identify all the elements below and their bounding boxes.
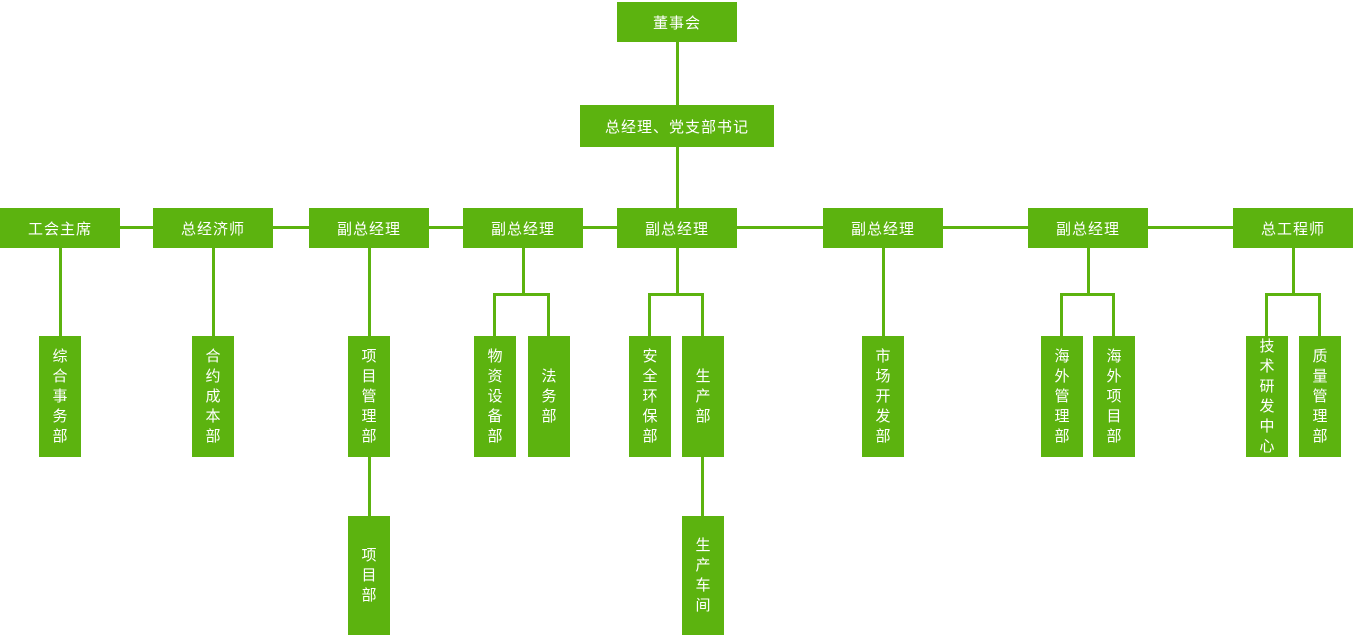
org-node-dept-quality-management-label: 质量管理部 [1312,347,1328,445]
connector-deputy3-drop-right [701,293,704,337]
org-node-deputy-gm-2-label: 副总经理 [490,220,555,238]
org-node-dept-overseas-management-label: 海外管理部 [1054,347,1070,445]
org-node-dept-materials-equipment: 物资设备部 [474,336,516,457]
org-node-dept-general-affairs-label: 综合事务部 [52,347,68,445]
org-node-production-workshop-label: 生产车间 [695,536,711,614]
connector-deputy2-drop-right [547,293,550,337]
connector-projectmgmt-to-project [368,457,371,516]
org-node-chief-economist: 总经济师 [153,208,273,248]
org-node-dept-tech-rd-center-label: 技术研发中心 [1259,337,1275,455]
connector-union-drop [59,248,62,337]
org-node-dept-safety-environment-label: 安全环保部 [642,347,658,445]
org-node-dept-legal: 法务部 [528,336,570,457]
org-node-dept-quality-management: 质量管理部 [1299,336,1341,457]
connector-chiefeng-branch [1265,293,1321,296]
org-node-deputy-gm-5-label: 副总经理 [1055,220,1120,238]
connector-deputy2-drop-left [493,293,496,337]
org-node-dept-general-affairs: 综合事务部 [39,336,81,457]
connector-deputy5-drop-left [1060,293,1063,337]
org-node-deputy-gm-4: 副总经理 [823,208,943,248]
org-node-dept-materials-equipment-label: 物资设备部 [487,347,503,445]
org-node-dept-market-development-label: 市场开发部 [875,347,891,445]
org-node-deputy-gm-3: 副总经理 [617,208,737,248]
org-node-deputy-gm-3-label: 副总经理 [644,220,709,238]
org-node-dept-overseas-project-label: 海外项目部 [1106,347,1122,445]
org-node-project-department-label: 项目部 [361,546,377,604]
connector-deputy2-stem [522,248,525,296]
org-node-dept-overseas-management: 海外管理部 [1041,336,1083,457]
connector-deputy5-stem [1087,248,1090,296]
org-node-board-label: 董事会 [652,14,701,32]
org-node-dept-tech-rd-center: 技术研发中心 [1246,336,1288,457]
org-node-dept-project-management-label: 项目管理部 [361,347,377,445]
connector-deputy3-stem [676,248,679,296]
org-node-deputy-gm-1-label: 副总经理 [336,220,401,238]
org-node-union-chairman: 工会主席 [0,208,120,248]
connector-chiefeng-drop-left [1265,293,1268,337]
org-node-chief-economist-label: 总经济师 [180,220,245,238]
connector-chiefeng-drop-right [1318,293,1321,337]
connector-economist-drop [212,248,215,337]
org-node-dept-contract-cost: 合约成本部 [192,336,234,457]
org-node-dept-production-label: 生产部 [695,367,711,425]
connector-deputy1-drop [368,248,371,337]
org-node-dept-market-development: 市场开发部 [862,336,904,457]
org-node-chief-engineer-label: 总工程师 [1260,220,1325,238]
org-node-chief-engineer: 总工程师 [1233,208,1353,248]
org-node-deputy-gm-4-label: 副总经理 [850,220,915,238]
connector-deputy2-branch [493,293,550,296]
connector-chiefeng-stem [1292,248,1295,296]
org-node-general-manager-label: 总经理、党支部书记 [604,118,749,136]
org-node-dept-production: 生产部 [682,336,724,457]
org-node-union-chairman-label: 工会主席 [27,220,92,238]
org-node-deputy-gm-1: 副总经理 [309,208,429,248]
org-node-deputy-gm-2: 副总经理 [463,208,583,248]
org-node-dept-contract-cost-label: 合约成本部 [205,347,221,445]
org-node-project-department: 项目部 [348,516,390,635]
connector-deputy3-drop-left [648,293,651,337]
org-node-dept-legal-label: 法务部 [541,367,557,425]
org-node-dept-project-management: 项目管理部 [348,336,390,457]
connector-deputy4-drop [882,248,885,337]
connector-deputy5-drop-right [1112,293,1115,337]
org-node-board: 董事会 [617,2,737,42]
org-node-production-workshop: 生产车间 [682,516,724,635]
org-node-dept-overseas-project: 海外项目部 [1093,336,1135,457]
org-node-dept-safety-environment: 安全环保部 [629,336,671,457]
connector-deputy3-branch [648,293,704,296]
connector-production-to-workshop [701,457,704,516]
connector-deputy5-branch [1060,293,1115,296]
connector-gm-to-row [676,147,679,208]
connector-board-to-gm [676,41,679,105]
org-node-deputy-gm-5: 副总经理 [1028,208,1148,248]
org-node-general-manager: 总经理、党支部书记 [580,105,774,147]
